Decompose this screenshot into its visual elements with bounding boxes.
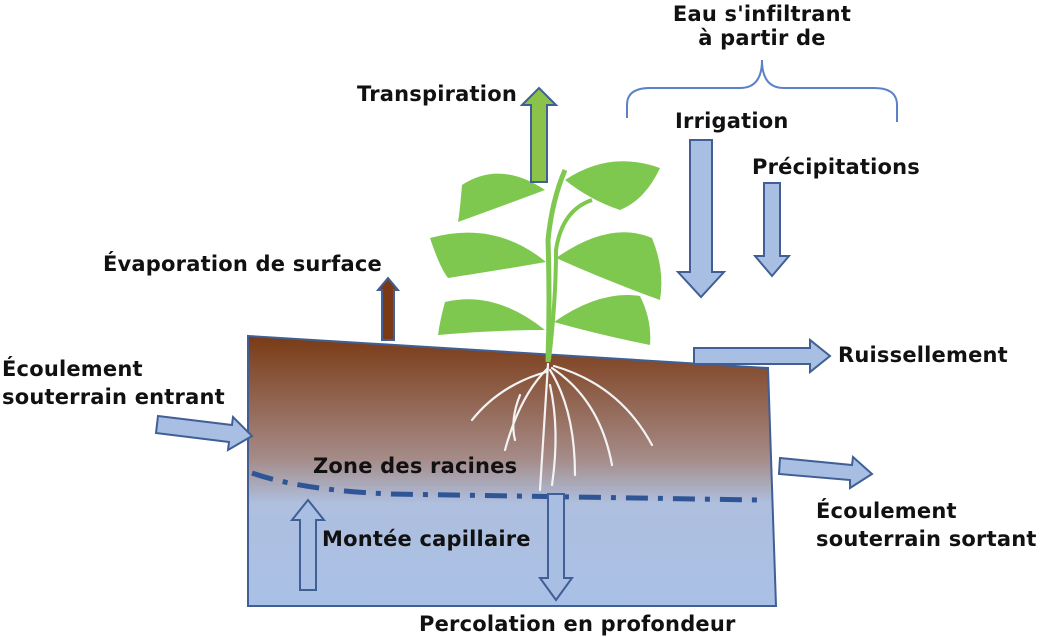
root-zone-label: Zone des racines [313, 454, 518, 478]
precipitation-label: Précipitations [752, 155, 920, 179]
irrigation-arrow [675, 139, 727, 299]
outflow-label-line1: Écoulement [816, 499, 957, 523]
outflow-arrow [777, 454, 874, 490]
infiltration-label-line1: Eau s'infiltrant [672, 2, 852, 26]
plant [430, 161, 662, 363]
outflow-label-line2: souterrain sortant [816, 527, 1037, 551]
inflow-label-line2: souterrain entrant [2, 385, 225, 409]
evaporation-arrow [375, 276, 401, 341]
leaf [556, 232, 662, 300]
inflow-label-line1: Écoulement [2, 357, 143, 381]
surface-evaporation-label: Évaporation de surface [103, 252, 382, 276]
infiltration-brace [626, 59, 898, 122]
irrigation-label: Irrigation [675, 109, 789, 133]
leaf [565, 161, 660, 210]
leaf [554, 295, 651, 345]
water-table-line [251, 470, 761, 503]
capillary-rise-arrow [289, 498, 327, 591]
leaf [438, 299, 545, 335]
transpiration-arrow [519, 86, 559, 183]
inflow-arrow [154, 414, 254, 452]
leaf [458, 173, 545, 222]
transpiration-label: Transpiration [357, 82, 517, 106]
precipitation-arrow [752, 182, 792, 278]
plant-roots [470, 362, 654, 492]
capillary-rise-label: Montée capillaire [322, 527, 531, 551]
deep-percolation-label: Percolation en profondeur [419, 612, 736, 636]
runoff-arrow [693, 337, 832, 375]
leaf [430, 232, 546, 278]
deep-percolation-arrow [538, 493, 574, 602]
infiltration-label-line2: à partir de [698, 26, 826, 50]
runoff-label: Ruissellement [838, 343, 1008, 367]
soil-block [247, 334, 778, 607]
